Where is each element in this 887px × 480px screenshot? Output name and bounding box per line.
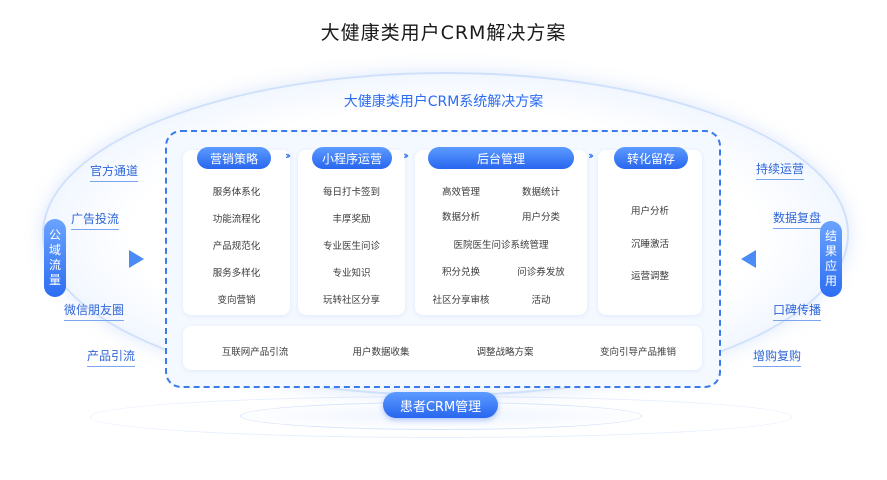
system-title: 大健康类用户CRM系统解决方案 <box>343 94 544 110</box>
miniprogram-panel <box>298 150 405 315</box>
backend-title: 后台管理 <box>428 147 574 169</box>
conversion-item: 运营调整 <box>630 271 669 282</box>
backend-item: 数据统计 <box>521 187 560 198</box>
bottom-row-item: 互联网产品引流 <box>221 347 289 358</box>
miniprogram-item: 专业医生问诊 <box>322 241 380 252</box>
marketing-item: 变向营销 <box>217 295 256 306</box>
backend-item: 数据分析 <box>441 212 480 223</box>
right-label-word-of-mouth: 口碑传播 <box>773 301 822 321</box>
marketing-item: 产品规范化 <box>212 241 261 252</box>
backend-item: 社区分享审核 <box>432 295 490 306</box>
miniprogram-item: 玩转社区分享 <box>322 295 380 306</box>
miniprogram-item: 每日打卡签到 <box>322 187 380 198</box>
bottom-row-item: 变向引导产品推销 <box>599 347 676 358</box>
conversion-item: 用户分析 <box>630 206 669 217</box>
backend-item: 活动 <box>531 295 551 306</box>
left-label-product-traffic: 产品引流 <box>87 347 136 367</box>
left-label-official-channel: 官方通道 <box>90 162 139 182</box>
marketing-item: 服务多样化 <box>212 268 261 279</box>
patient-crm-badge: 患者CRM管理 <box>383 392 498 418</box>
marketing-panel <box>183 150 290 315</box>
backend-item: 积分兑换 <box>441 267 480 278</box>
marketing-item: 服务体系化 <box>212 187 261 198</box>
marketing-title: 营销策略 <box>197 147 271 169</box>
backend-item: 高效管理 <box>441 187 480 198</box>
bottom-row-panel <box>183 326 702 370</box>
bottom-row-item: 调整战略方案 <box>476 347 534 358</box>
right-label-data-review: 数据复盘 <box>773 209 822 229</box>
page-title: 大健康类用户CRM解决方案 <box>320 22 567 44</box>
left-label-ad-placement: 广告投流 <box>71 210 120 230</box>
backend-item: 问诊券发放 <box>517 267 565 278</box>
backend-panel <box>415 150 587 315</box>
right-label-repurchase: 增购复购 <box>753 347 802 367</box>
conversion-item: 沉睡激活 <box>630 239 669 250</box>
public-traffic-badge: 公域流量 <box>44 219 66 297</box>
conversion-title: 转化留存 <box>614 147 688 169</box>
arrow-right-icon <box>129 250 144 268</box>
miniprogram-item: 专业知识 <box>332 268 371 279</box>
right-label-continuous-ops: 持续运营 <box>756 160 805 180</box>
marketing-item: 功能流程化 <box>212 214 261 225</box>
miniprogram-title: 小程序运营 <box>312 147 392 169</box>
result-application-label: 结果应用 <box>824 229 837 288</box>
patient-crm-label: 患者CRM管理 <box>399 399 482 415</box>
miniprogram-item: 丰厚奖励 <box>332 214 371 225</box>
backend-item: 用户分类 <box>521 212 560 223</box>
result-application-badge: 结果应用 <box>820 221 842 297</box>
backend-item: 医院医生问诊系统管理 <box>453 240 549 251</box>
bottom-row-item: 用户数据收集 <box>352 347 410 358</box>
double-chevron-right-icon: ›› <box>588 149 594 162</box>
double-chevron-right-icon: ›› <box>403 149 409 162</box>
public-traffic-label: 公域流量 <box>48 228 61 287</box>
conversion-panel <box>598 150 702 315</box>
left-label-wechat-moments: 微信朋友圈 <box>64 301 125 321</box>
double-chevron-right-icon: ›› <box>285 149 291 162</box>
arrow-left-icon <box>741 250 756 268</box>
